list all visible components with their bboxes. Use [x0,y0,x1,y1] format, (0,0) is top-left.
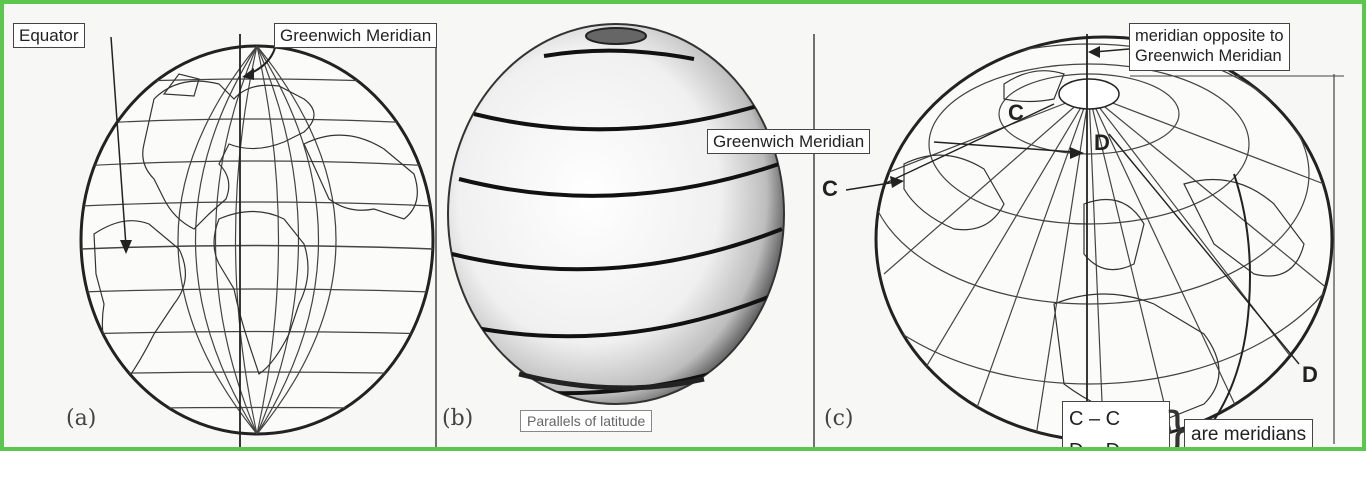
equator-label: Equator [13,23,85,48]
are-meridians-label: are meridians [1184,419,1313,451]
panel-c-letter: (c) [824,406,854,431]
parallels-caption: Parallels of latitude [520,410,652,432]
pair-d-d: D – D [1069,440,1120,451]
meridian-pairs-box: C – C D – D [1062,401,1170,451]
panel-b-letter: (b) [442,406,473,431]
globe-b [448,24,784,404]
opposite-meridian-label-line1: meridian opposite to [1135,27,1284,47]
figure-frame: Equator Greenwich Meridian (a) (b) Paral… [0,0,1366,451]
globe-illustrations [4,4,1366,451]
opposite-meridian-label-line2: Greenwich Meridian [1135,47,1284,67]
globe-c [779,9,1366,451]
panel-a-letter: (a) [66,406,96,431]
pair-c-c: C – C [1069,408,1120,431]
globe-a [81,34,433,450]
point-d-lower: D [1302,362,1318,388]
greenwich-meridian-label-a: Greenwich Meridian [274,23,437,48]
point-d-upper: D [1094,130,1110,156]
point-c-upper: C [1008,100,1024,126]
point-c-lower: C [822,176,838,202]
greenwich-meridian-label-c: Greenwich Meridian [707,129,870,154]
opposite-meridian-label: meridian opposite to Greenwich Meridian [1129,23,1290,71]
